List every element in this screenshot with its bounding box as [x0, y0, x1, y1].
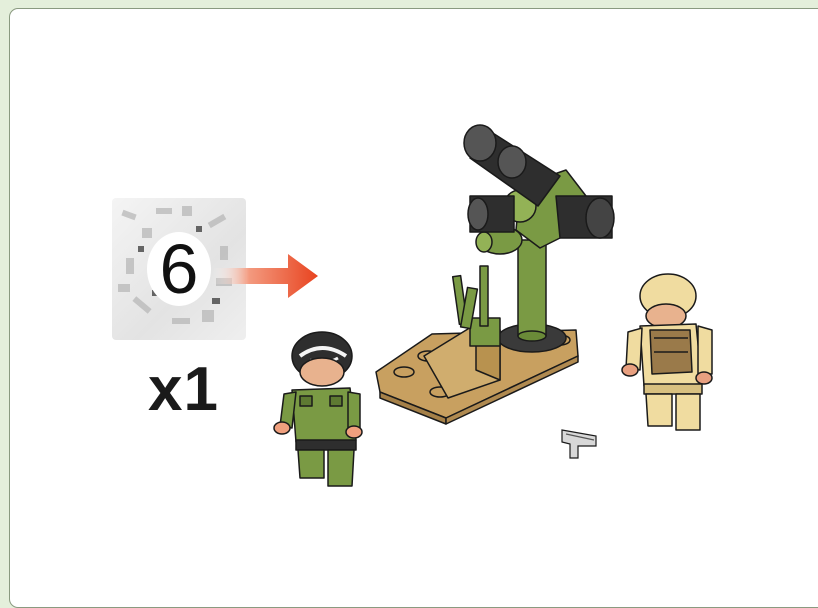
- gun-piece-icon: [562, 430, 596, 458]
- soldier-tan-icon: [622, 274, 712, 430]
- missile-launcher-icon: [376, 125, 614, 424]
- soldier-green-icon: [274, 332, 362, 486]
